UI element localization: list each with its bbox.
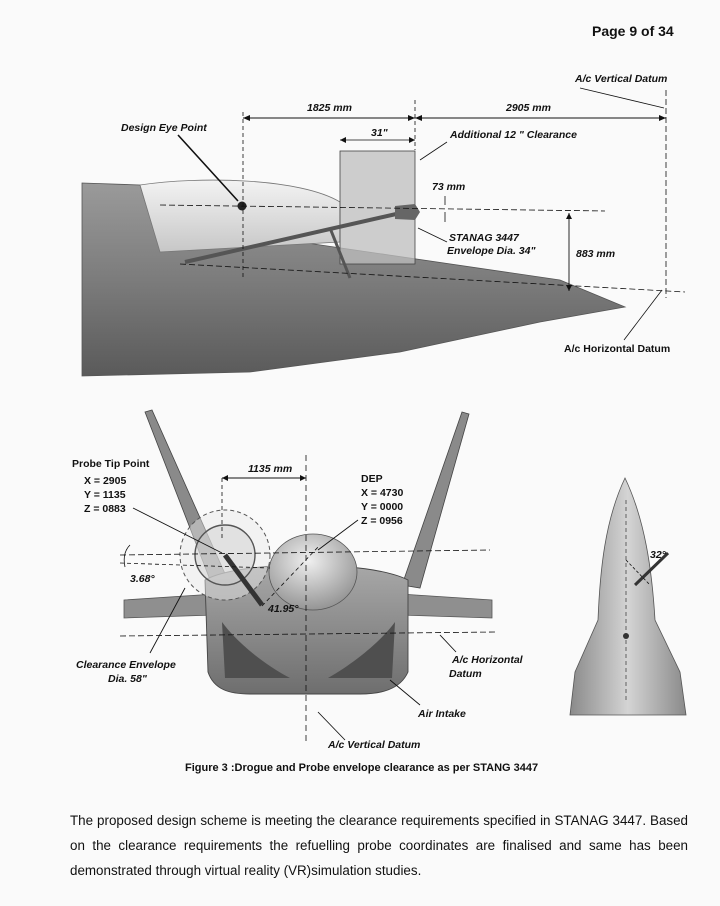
probe-y: Y = 1135 (84, 489, 126, 501)
stanag-label-line1: STANAG 3447 (449, 232, 520, 244)
page-number: Page 9 of 34 (592, 23, 674, 39)
dep-x: X = 4730 (361, 487, 403, 499)
air-intake-label: Air Intake (417, 708, 466, 720)
dim-1825-label: 1825 mm (307, 102, 352, 114)
vertical-datum-label: A/c Vertical Datum (574, 73, 667, 85)
design-eye-point-label: Design Eye Point (121, 122, 207, 134)
right-tail-fin (401, 411, 470, 589)
clearance-envelope-line2: Dia. 58" (108, 673, 148, 685)
front-horizontal-datum-line1: A/c Horizontal (451, 654, 524, 666)
refuelling-probe (184, 210, 406, 264)
front-probe (222, 553, 265, 607)
front-horizontal-datum-line2: Datum (449, 668, 482, 680)
dep-y: Y = 0000 (361, 501, 403, 513)
front-canopy-dome (268, 533, 358, 611)
dep-z: Z = 0956 (361, 515, 403, 527)
dim-31-label: 31" (371, 127, 389, 139)
additional-clearance-label: Additional 12 " Clearance (449, 129, 577, 141)
side-view-diagram: 1825 mm 2905 mm A/c Vertical Datum Desig… (81, 73, 686, 377)
angle-368-label: 3.68° (130, 573, 155, 585)
dim-2905-label: 2905 mm (505, 102, 551, 114)
front-view-diagram: Probe Tip Point X = 2905 Y = 1135 Z = 08… (72, 409, 524, 751)
front-vertical-datum-label: A/c Vertical Datum (327, 739, 420, 751)
figure-caption: Figure 3 :Drogue and Probe envelope clea… (185, 762, 539, 774)
dim-883-label: 883 mm (576, 248, 615, 260)
top-view-fuselage (569, 477, 687, 716)
top-view-diagram: 32° (569, 477, 687, 716)
probe-z: Z = 0883 (84, 503, 126, 515)
probe-tip-title: Probe Tip Point (72, 458, 150, 470)
dep-title: DEP (361, 473, 383, 485)
stanag-label-line2: Envelope Dia. 34" (447, 245, 536, 257)
angle-4195-label: 41.95° (267, 603, 299, 615)
angle-32-label: 32° (650, 549, 667, 561)
probe-x: X = 2905 (84, 475, 126, 487)
horizontal-datum-label: A/c Horizontal Datum (564, 343, 670, 355)
dim-1135-label: 1135 mm (248, 463, 292, 475)
body-paragraph: The proposed design scheme is meeting th… (70, 813, 688, 878)
clearance-envelope-line1: Clearance Envelope (76, 659, 176, 671)
dim-73-label: 73 mm (432, 181, 465, 193)
side-view-canopy (139, 179, 341, 253)
